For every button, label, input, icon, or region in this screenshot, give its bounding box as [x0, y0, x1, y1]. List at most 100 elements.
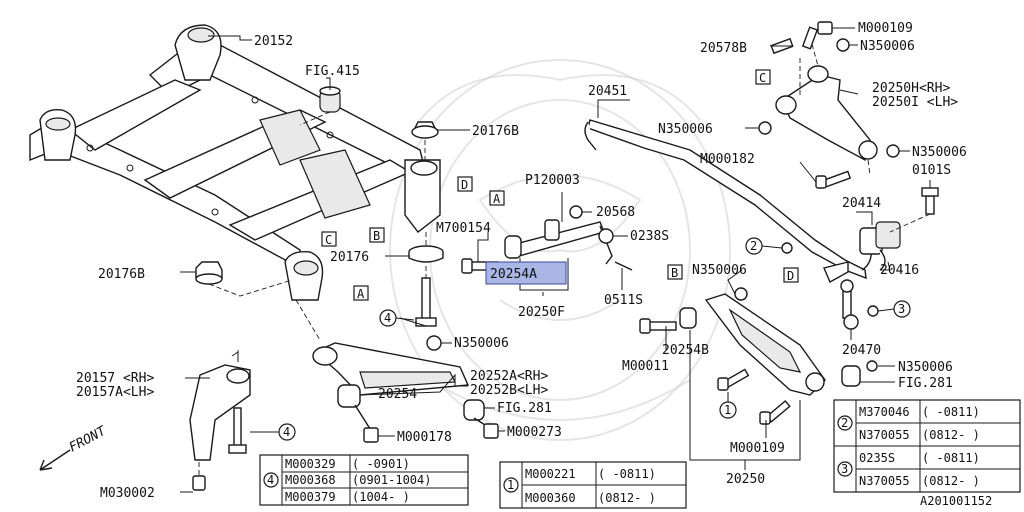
table23-g1-part-1: N370055 [859, 474, 910, 488]
table1-part-1: M000360 [525, 491, 576, 505]
label-20252a[interactable]: 20252A<RH> [470, 369, 548, 384]
lower-arm-20252[interactable] [312, 342, 470, 408]
bolt-m700154[interactable] [461, 258, 499, 274]
label-m000273[interactable]: M000273 [507, 425, 562, 440]
rear-crossmember-20152[interactable] [29, 24, 441, 301]
callout-2: 2 [750, 239, 757, 253]
nut-n350006-low[interactable] [866, 360, 878, 372]
fig281-bushing-mid[interactable] [463, 399, 485, 421]
label-fig415[interactable]: FIG.415 [305, 64, 360, 79]
label-m000182[interactable]: M000182 [700, 152, 755, 167]
callout-4a: 4 [384, 311, 391, 325]
callout-b1: B [373, 229, 380, 243]
washer-20568[interactable] [569, 205, 583, 219]
label-p120003[interactable]: P120003 [525, 173, 580, 188]
table4-range-2: (1004- ) [352, 490, 410, 504]
nut-3-stabilizer[interactable] [867, 305, 879, 317]
label-20254b[interactable]: 20254B [662, 343, 709, 358]
label-20254a[interactable]: 20254A [490, 267, 537, 282]
label-fig281-mid[interactable]: FIG.281 [497, 401, 552, 416]
label-m00011[interactable]: M00011 [622, 359, 669, 374]
letter-callouts: A A B B C C D D [321, 69, 799, 301]
label-0101s[interactable]: 0101S [912, 163, 951, 178]
label-m700154[interactable]: M700154 [436, 221, 491, 236]
table-ref-4: 4 M000329 ( -0901) M000368 (0901-1004) M… [259, 454, 469, 506]
bushing-20176[interactable] [408, 245, 444, 263]
bolt-1-lower[interactable] [717, 368, 750, 391]
upper-arm-20250h[interactable] [775, 65, 878, 162]
bolt-0101s[interactable] [921, 187, 939, 215]
bolt-m000109-top[interactable] [801, 21, 833, 50]
label-20252b[interactable]: 20252B<LH> [470, 383, 548, 398]
label-20250i[interactable]: 20250I <LH> [872, 95, 958, 110]
label-0238s[interactable]: 0238S [630, 229, 669, 244]
bolt-m000182[interactable] [815, 170, 852, 189]
label-n350006-upper[interactable]: N350006 [658, 122, 713, 137]
label-n350006-mid[interactable]: N350006 [454, 336, 509, 351]
rear-lower-arm-20250[interactable] [679, 293, 826, 396]
link-20416[interactable] [879, 249, 886, 271]
stabilizer-bushing-20414[interactable] [859, 221, 901, 255]
nut-n350006-mid[interactable] [426, 335, 442, 351]
bolt-m000109-low[interactable] [759, 400, 791, 425]
callout-a1: A [357, 287, 365, 301]
nut-n350006-top[interactable] [836, 38, 850, 52]
label-20414[interactable]: 20414 [842, 196, 881, 211]
label-20470[interactable]: 20470 [842, 343, 881, 358]
table23-ref-3: 3 [841, 462, 848, 476]
clip-0511s[interactable] [614, 261, 633, 271]
number-callouts: 4 4 2 3 1 [278, 237, 911, 441]
label-20254[interactable]: 20254 [378, 387, 417, 402]
bushing-fig415[interactable] [319, 86, 341, 113]
nut-2-stabilizer[interactable] [781, 242, 793, 254]
label-20176[interactable]: 20176 [330, 250, 369, 265]
label-20157a[interactable]: 20157A<LH> [76, 385, 154, 400]
bushing-20176b-left[interactable] [195, 261, 223, 285]
lateral-link-20250f[interactable] [504, 219, 613, 265]
table23-g0-part-1: N370055 [859, 428, 910, 442]
bolt-m000178[interactable] [354, 404, 379, 443]
label-20176b-left[interactable]: 20176B [98, 267, 145, 282]
highlight-20254a [485, 261, 567, 285]
nut-n350006-right[interactable] [886, 144, 900, 158]
callout-3: 3 [898, 302, 905, 316]
label-20416[interactable]: 20416 [880, 263, 919, 278]
diagram-code: A201001152 [920, 494, 992, 508]
bolt-m00011[interactable] [639, 318, 677, 334]
label-20451[interactable]: 20451 [588, 84, 627, 99]
nut-0238s[interactable] [598, 228, 614, 244]
label-m000109-low[interactable]: M000109 [730, 441, 785, 456]
label-20568[interactable]: 20568 [596, 205, 635, 220]
label-20250h[interactable]: 20250H<RH> [872, 81, 950, 96]
table4-range-1: (0901-1004) [352, 473, 431, 487]
label-20578b[interactable]: 20578B [700, 41, 747, 56]
nut-n350006-b[interactable] [734, 287, 748, 301]
callout-4b: 4 [283, 425, 290, 439]
label-m000109-top[interactable]: M000109 [858, 21, 913, 36]
label-20152[interactable]: 20152 [254, 34, 293, 49]
nut-n350006-upper[interactable] [758, 121, 772, 135]
label-20250f[interactable]: 20250F [518, 305, 565, 320]
label-0511s[interactable]: 0511S [604, 293, 643, 308]
fig281-bushing-right[interactable] [841, 365, 861, 387]
label-20250[interactable]: 20250 [726, 472, 765, 487]
label-n350006-right[interactable]: N350006 [912, 145, 967, 160]
table23-g0-range-0: ( -0811) [922, 405, 980, 419]
stabilizer-link-20470[interactable] [840, 279, 859, 330]
table1-part-0: M000221 [525, 467, 576, 481]
label-fig281-right[interactable]: FIG.281 [898, 376, 953, 391]
label-n350006-top[interactable]: N350006 [860, 39, 915, 54]
label-m030002[interactable]: M030002 [100, 486, 155, 501]
label-n350006-b[interactable]: N350006 [692, 263, 747, 278]
label-20157[interactable]: 20157 <RH> [76, 371, 154, 386]
bushing-20176b-top[interactable] [411, 121, 439, 139]
table23-g0-part-0: M370046 [859, 405, 910, 419]
part-labels: 20152 FIG.415 20176B 20176B 20176 20157 … [76, 21, 992, 508]
bracket-20157[interactable] [189, 364, 251, 491]
label-n350006-low[interactable]: N350006 [898, 360, 953, 375]
table-ref-1: 1 M000221 ( -0811) M000360 (0812- ) [499, 461, 687, 509]
label-20176b-top[interactable]: 20176B [472, 124, 519, 139]
label-m000178[interactable]: M000178 [397, 430, 452, 445]
